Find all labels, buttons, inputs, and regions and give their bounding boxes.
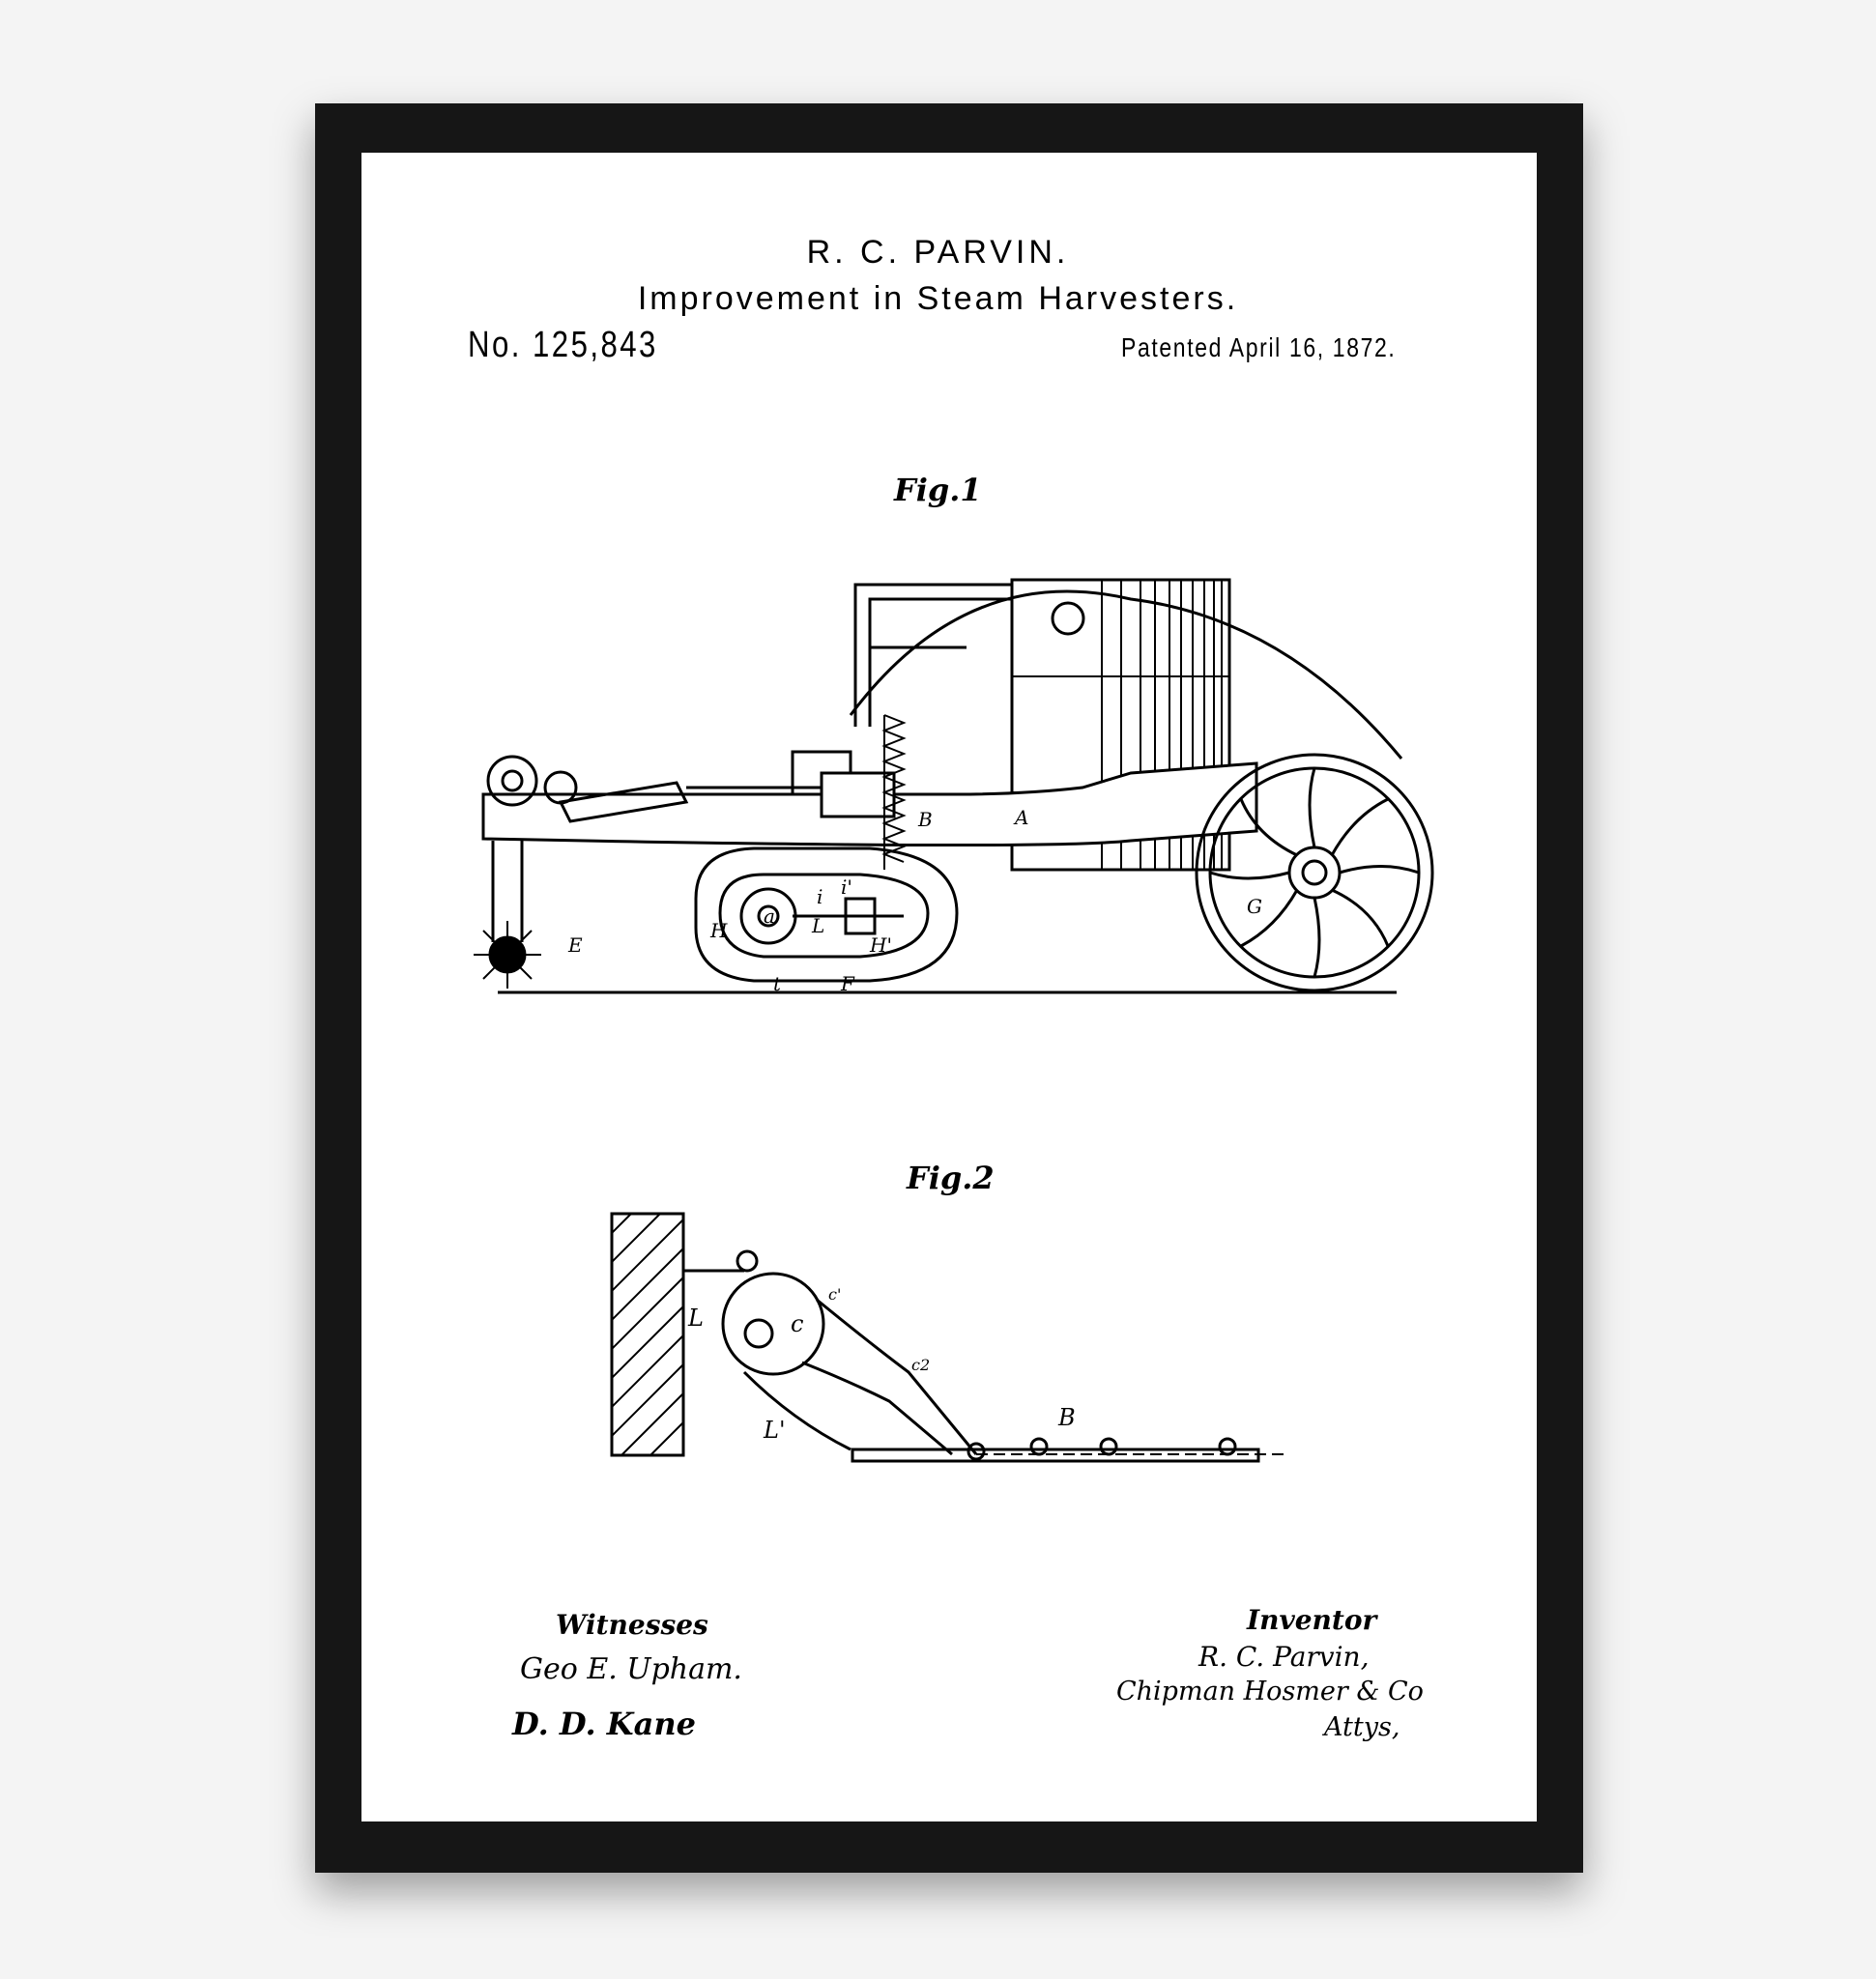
witness-signature-2: D. D. Kane xyxy=(512,1706,696,1742)
attorneys-signature: Chipman Hosmer & Co xyxy=(1116,1677,1424,1707)
svg-text:L: L xyxy=(687,1305,704,1332)
svg-text:F: F xyxy=(840,972,855,995)
svg-text:A: A xyxy=(1013,806,1028,829)
inventor-heading: R. C. PARVIN. xyxy=(806,234,1070,271)
svg-text:E: E xyxy=(567,933,583,957)
svg-text:i': i' xyxy=(841,875,852,899)
svg-text:L: L xyxy=(811,914,824,937)
figure-2-cutter-detail xyxy=(610,1212,1285,1463)
figure-1-label: Fig.1 xyxy=(894,472,982,508)
svg-text:B: B xyxy=(1057,1404,1076,1431)
svg-text:G: G xyxy=(1247,895,1262,918)
svg-text:B: B xyxy=(917,808,933,831)
svg-text:t: t xyxy=(773,972,782,995)
witness-signature-1: Geo E. Upham. xyxy=(520,1652,742,1686)
figure-2-label: Fig.2 xyxy=(907,1160,995,1196)
figure-2-reference-letters: L L' c c' c2 B xyxy=(687,1285,1076,1444)
patent-title: Improvement in Steam Harvesters. xyxy=(637,280,1239,317)
svg-text:c2: c2 xyxy=(911,1356,930,1374)
svg-text:a: a xyxy=(764,904,775,928)
inventor-signature: R. C. Parvin, xyxy=(1198,1641,1370,1673)
svg-text:H': H' xyxy=(869,933,892,957)
witnesses-label: Witnesses xyxy=(556,1609,708,1641)
patent-date: Patented April 16, 1872. xyxy=(1121,332,1397,362)
patent-number: No. 125,843 xyxy=(468,325,658,365)
attorneys-suffix: Attys, xyxy=(1324,1712,1400,1742)
figure-1-reference-letters: B A E F G H H' L a i i' t xyxy=(567,806,1262,995)
figure-1-steam-harvester xyxy=(474,578,1434,994)
svg-text:L': L' xyxy=(763,1417,786,1444)
inventor-label: Inventor xyxy=(1247,1604,1377,1636)
svg-text:H: H xyxy=(709,919,728,942)
svg-text:i: i xyxy=(817,885,823,908)
svg-text:c: c xyxy=(791,1310,803,1337)
svg-text:c': c' xyxy=(828,1285,841,1304)
